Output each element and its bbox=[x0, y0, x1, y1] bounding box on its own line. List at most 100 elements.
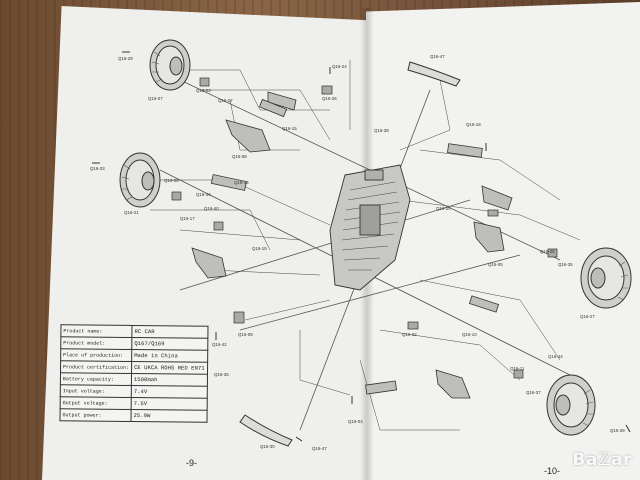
wheel-rear-left bbox=[119, 152, 161, 208]
spec-label: Output power: bbox=[60, 408, 132, 422]
part-label: Q16-11 bbox=[510, 366, 525, 371]
product-spec-table: Product name: RC CAR Product model: Q167… bbox=[59, 324, 209, 423]
part-label: Q16-39 bbox=[610, 428, 625, 433]
part-labels: Q16-29 Q16-07 Q16-03 Q16-27 Q16-26 Q16-1… bbox=[90, 54, 625, 451]
leader-line bbox=[200, 89, 331, 141]
part-label: Q16-17 bbox=[180, 216, 195, 221]
shock-absorber bbox=[210, 174, 247, 191]
leader-line bbox=[379, 329, 521, 381]
spec-value: 25.9W bbox=[131, 409, 207, 423]
part-label: Q16-33 bbox=[90, 166, 105, 171]
part-label: Q16-15 bbox=[282, 126, 297, 131]
shock-absorber bbox=[365, 380, 398, 395]
part-label: Q16-47 bbox=[312, 446, 327, 451]
leader-line bbox=[399, 79, 451, 151]
spec-label: Product certification: bbox=[60, 360, 132, 374]
rear-bumper bbox=[239, 414, 293, 447]
bearing-part bbox=[407, 321, 419, 330]
spec-value: 7.5V bbox=[131, 397, 207, 411]
part-label: Q16-32 bbox=[402, 332, 417, 337]
right-page-number: -10- bbox=[544, 466, 561, 476]
center-chassis bbox=[329, 164, 411, 291]
suspension-arm bbox=[225, 119, 271, 153]
part-label: Q16-27 bbox=[218, 98, 233, 103]
leader-line bbox=[244, 299, 331, 321]
leader-line bbox=[209, 269, 321, 276]
bazar-watermark-logo: Baℤar bbox=[572, 450, 632, 470]
wheel-front-left bbox=[149, 39, 191, 91]
watermark-text-end: ar bbox=[611, 450, 632, 470]
bearing-part bbox=[171, 191, 182, 201]
part-label: Q16-42 bbox=[212, 342, 227, 347]
screw bbox=[625, 424, 631, 433]
part-label: Q16-29 bbox=[118, 56, 133, 61]
leader-line bbox=[299, 330, 351, 396]
spec-value: 1500mah bbox=[131, 373, 208, 387]
part-label: Q16-07 bbox=[148, 96, 163, 101]
shock-absorber bbox=[447, 143, 483, 158]
suspension-arm bbox=[267, 91, 297, 111]
leader-line bbox=[419, 149, 561, 201]
leader-line bbox=[229, 99, 300, 151]
part-label: Q16-06 bbox=[164, 178, 179, 183]
front-bumper bbox=[407, 61, 461, 87]
bearing-part bbox=[213, 221, 224, 231]
part-label: Q16-35 bbox=[558, 262, 573, 267]
spec-label: Place of production: bbox=[60, 348, 132, 362]
suspension-arm bbox=[473, 221, 505, 253]
part-label: Q16-10 bbox=[462, 332, 477, 337]
part-label: Q16-05 bbox=[488, 262, 503, 267]
drive-shaft-line bbox=[179, 199, 471, 291]
part-label: Q16-37 bbox=[526, 390, 541, 395]
part-label: Q16-21 bbox=[124, 210, 139, 215]
bearing-part bbox=[487, 209, 499, 217]
part-label: Q16-03 bbox=[196, 88, 211, 93]
leader-line bbox=[419, 279, 561, 361]
spec-value: Made in China bbox=[131, 349, 208, 363]
z-checkmark-icon: ℤ bbox=[597, 450, 612, 470]
part-label: Q16-24 bbox=[332, 64, 347, 69]
part-label: Q16-09 bbox=[238, 332, 253, 337]
part-label: Q16-18 bbox=[466, 122, 481, 127]
spec-label: Battery capacity: bbox=[60, 372, 132, 386]
part-label: Q16-20 bbox=[436, 206, 451, 211]
suspension-arm bbox=[191, 247, 227, 279]
part-label: Q16-04 bbox=[348, 419, 363, 424]
wheel-front-right bbox=[580, 247, 632, 309]
suspension-arm bbox=[481, 185, 513, 211]
bearing-part bbox=[513, 369, 524, 379]
bearing-part bbox=[199, 77, 210, 87]
part-label: Q16-25 bbox=[540, 249, 555, 254]
part-label: Q16-14 bbox=[234, 180, 249, 185]
spec-value: CE UKCA ROHS RED EN71 bbox=[131, 361, 208, 375]
spec-value: Q167/Q169 bbox=[131, 337, 208, 351]
shock-absorber bbox=[468, 295, 500, 313]
part-label: Q16-30 bbox=[260, 444, 275, 449]
shock-absorber bbox=[258, 98, 288, 118]
part-label: Q16-08 bbox=[232, 154, 247, 159]
leader-line bbox=[399, 199, 581, 241]
watermark-text-start: Ba bbox=[572, 450, 598, 470]
leader-line bbox=[150, 209, 271, 251]
spec-label: Product name: bbox=[60, 324, 133, 338]
bearing-part bbox=[321, 85, 333, 95]
part-label: Q16-40 bbox=[204, 206, 219, 211]
spec-label: Input voltage: bbox=[60, 384, 132, 398]
left-page-number: -9- bbox=[186, 458, 197, 468]
steering-line bbox=[239, 254, 521, 331]
spec-label: Product model: bbox=[60, 336, 132, 350]
bearing-part bbox=[233, 311, 245, 324]
part-label: Q16-36 bbox=[214, 372, 229, 377]
spec-row: Output power: 25.9W bbox=[60, 408, 207, 423]
wheel-rear-right bbox=[546, 374, 596, 436]
bearing-part bbox=[547, 248, 558, 258]
part-label: Q16-47 bbox=[430, 54, 445, 59]
part-label: Q16-15 bbox=[252, 246, 267, 251]
part-label: Q16-27 bbox=[580, 314, 595, 319]
part-label: Q16-44 bbox=[196, 192, 211, 197]
suspension-arm bbox=[435, 369, 471, 399]
leader-line bbox=[359, 359, 460, 431]
spec-value: RC CAR bbox=[131, 325, 208, 339]
part-label: Q16-26 bbox=[322, 96, 337, 101]
